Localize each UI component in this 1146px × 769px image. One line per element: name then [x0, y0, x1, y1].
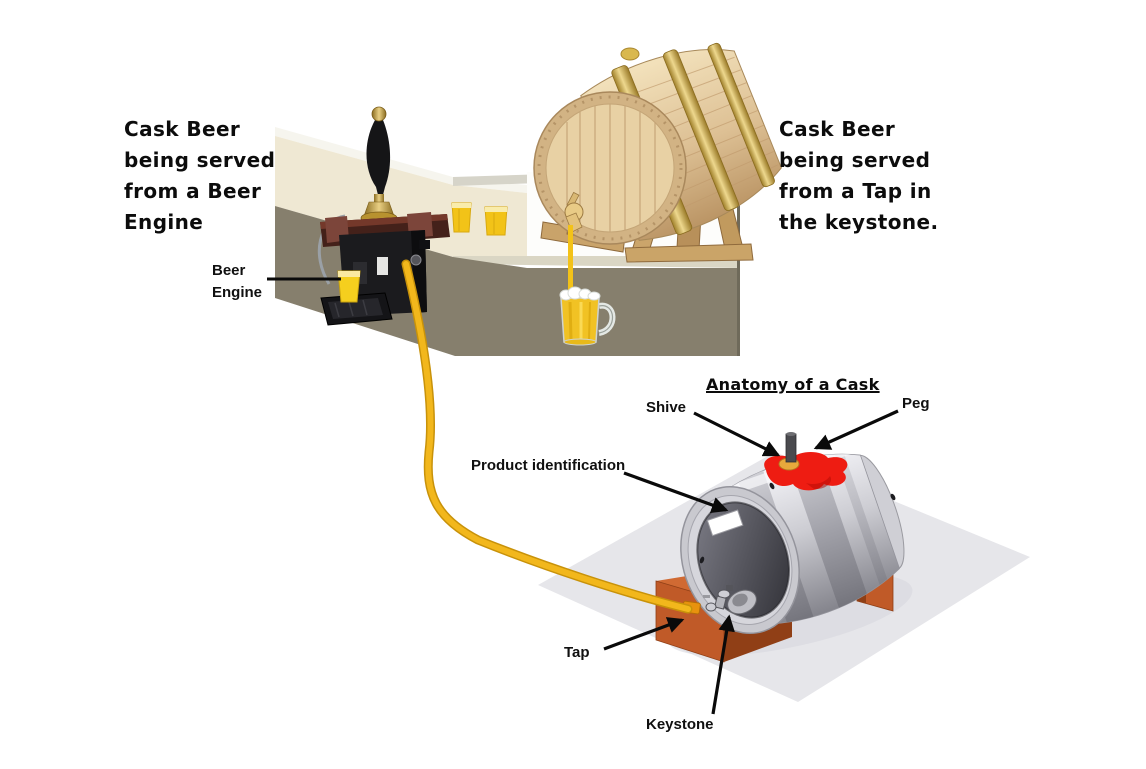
beer-spill-shadow — [806, 476, 832, 490]
label-shive: Shive — [646, 399, 687, 416]
arrow-keystone — [711, 614, 735, 715]
counter-beer-glasses — [451, 202, 508, 236]
beer-stream — [568, 225, 573, 300]
cask-tap-fitting — [703, 585, 733, 612]
keystone-fitting — [727, 589, 757, 615]
annotation-arrows — [267, 277, 899, 715]
caption-beer-engine: Cask Beer being served from a Beer Engin… — [124, 114, 275, 238]
barrel-hoop — [707, 42, 775, 188]
barrel-front-face — [533, 91, 687, 245]
caption-line: Engine — [124, 210, 204, 234]
caption-line: Cask Beer — [124, 117, 241, 141]
caption-line: from a Tap in — [779, 179, 932, 203]
bar-scene — [275, 42, 782, 356]
anatomy-title: Anatomy of a Cask — [706, 375, 880, 394]
clamp-knob — [410, 254, 422, 266]
product-label — [706, 509, 744, 537]
pump-handle — [366, 106, 391, 195]
handle-knob — [371, 106, 387, 122]
arrow-peg — [813, 409, 899, 450]
beer-engine-label: Beer Engine — [212, 260, 262, 304]
beer-mug-icon — [559, 286, 616, 346]
beer-glass-icon — [484, 206, 508, 236]
peg — [785, 432, 797, 463]
label-keystone: Keystone — [646, 716, 714, 733]
caption-line: being served — [779, 148, 931, 172]
arrow-product-identification — [623, 471, 729, 513]
arrow-tap — [603, 617, 685, 651]
drip-tray — [320, 292, 393, 326]
beer-foam — [559, 286, 601, 301]
caption-line: the keystone. — [779, 210, 939, 234]
arrow-shive — [693, 411, 781, 457]
label-product-identification: Product identification — [471, 457, 626, 474]
wooden-barrel-illustration — [533, 42, 782, 346]
beer-engine-illustration — [317, 106, 450, 326]
label-line: Engine — [212, 284, 263, 301]
caption-line: from a Beer — [124, 179, 262, 203]
label-peg: Peg — [902, 395, 930, 412]
beer-glass-icon — [337, 270, 361, 303]
cask-anatomy-scene — [538, 432, 1030, 702]
caption-tap-keystone: Cask Beer being served from a Tap in the… — [779, 114, 939, 238]
barrel-hoop — [662, 49, 739, 211]
barrel-bung — [620, 47, 640, 61]
caption-line: Cask Beer — [779, 117, 896, 141]
caption-line: being served — [124, 148, 276, 172]
label-tap: Tap — [564, 644, 590, 661]
cask-rivets — [699, 482, 896, 564]
beer-glass-icon — [451, 202, 472, 233]
label-line: Beer — [212, 262, 246, 279]
hose — [401, 259, 693, 614]
